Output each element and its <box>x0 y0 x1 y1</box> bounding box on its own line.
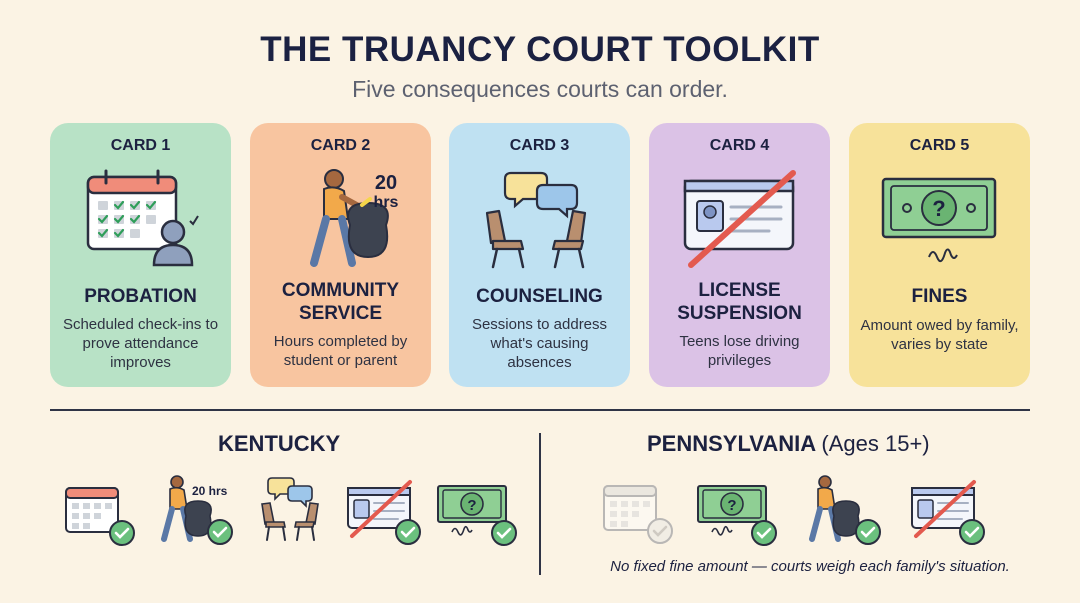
calendar-check-icon <box>65 487 135 546</box>
hours-unit: hrs <box>373 194 399 211</box>
card-description: Hours completed by student or parent <box>273 333 408 369</box>
counseling-check-icon <box>261 477 319 541</box>
crossed-license-icon <box>683 170 796 268</box>
card-title: LICENSE SUSPENSION <box>677 280 802 324</box>
trash-pickup-icon <box>310 169 389 267</box>
card-title: PROBATION <box>84 286 197 307</box>
hours-label: 20 hrs <box>366 173 406 213</box>
card-label: CARD 2 <box>310 137 371 154</box>
card-label: CARD 5 <box>909 137 970 154</box>
fine-check-icon: ? <box>437 485 517 546</box>
card-description: Scheduled check-ins to prove attendance … <box>62 316 219 371</box>
page-subtitle: Five consequences courts can order. <box>352 76 728 102</box>
card-community-service: CARD 2 20 hrs COMMUNITY SERVICE Hours co… <box>250 123 431 387</box>
calendar-person-icon <box>86 169 199 267</box>
calendar-faded-icon <box>603 485 673 544</box>
svg-text:?: ? <box>467 497 476 514</box>
card-counseling: CARD 3 COUNSELING Sessions to address wh… <box>449 123 630 387</box>
chairs-speech-icon <box>485 171 587 269</box>
banknote-icon: ? <box>881 177 997 263</box>
state-age-note: (Ages 15+) <box>821 431 930 456</box>
section-divider <box>50 409 1030 411</box>
pennsylvania-footnote: No fixed fine amount — courts weigh each… <box>610 558 1010 575</box>
card-label: CARD 3 <box>509 137 570 154</box>
card-title: FINES <box>911 286 968 307</box>
card-label: CARD 4 <box>709 137 770 154</box>
state-pennsylvania: PENNSYLVANIA (Ages 15+) <box>647 431 930 457</box>
card-title: COMMUNITY SERVICE <box>281 280 400 324</box>
card-description: Teens lose driving privileges <box>679 333 800 369</box>
state-name: KENTUCKY <box>218 431 341 456</box>
community-service-check-icon <box>809 475 881 545</box>
card-license-suspension: CARD 4 LICENSE SUSPENSION Teens lose dri… <box>649 123 830 387</box>
page-title: THE TRUANCY COURT TOOLKIT <box>260 30 820 69</box>
fine-check-icon: ? <box>697 485 777 546</box>
svg-text:?: ? <box>932 196 945 221</box>
card-description: Amount owed by family, varies by state <box>860 317 1019 353</box>
card-description: Sessions to address what's causing absen… <box>471 316 608 371</box>
card-fines: CARD 5 ? FINES Amount owed by family, va… <box>849 123 1030 387</box>
card-label: CARD 1 <box>110 137 171 154</box>
card-probation: CARD 1 PROBATION Scheduled check-ins to … <box>50 123 231 387</box>
state-name: PENNSYLVANIA <box>647 431 816 456</box>
license-check-icon <box>347 480 421 545</box>
community-service-check-icon <box>161 475 233 545</box>
card-title: COUNSELING <box>476 286 603 307</box>
state-divider <box>539 433 541 575</box>
state-kentucky: KENTUCKY <box>218 431 340 457</box>
svg-text:?: ? <box>727 497 736 514</box>
hours-number: 20 <box>374 172 398 194</box>
mini-hours-label: 20 hrs <box>192 484 228 498</box>
license-check-icon <box>911 480 985 545</box>
